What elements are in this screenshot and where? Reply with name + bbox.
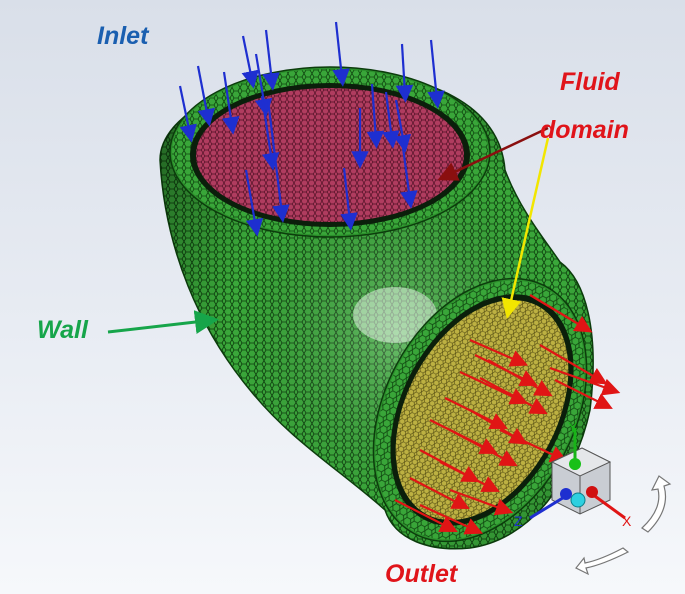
- z-axis-line: [529, 494, 567, 520]
- axis-z-label: Z: [514, 513, 523, 529]
- fluid-leader-arrow-red: [437, 126, 549, 181]
- inlet-face: [169, 66, 491, 238]
- rotate-control-icon[interactable]: [575, 475, 672, 576]
- axis-y-label: Y: [568, 419, 578, 435]
- axis-triad: Y X Z: [514, 419, 632, 529]
- fluid-domain-label-line2: domain: [540, 116, 629, 144]
- axis-x-label: X: [622, 513, 632, 529]
- fluid-domain-label-line1: Fluid: [560, 68, 620, 96]
- fluid-leader-arrow-yellow: [501, 137, 550, 319]
- outflow-arrows: [394, 294, 621, 535]
- x-axis-line: [591, 492, 626, 520]
- wall-label: Wall: [37, 316, 88, 344]
- wall-leader-arrow: [107, 310, 219, 334]
- inlet-label: Inlet: [97, 22, 149, 50]
- inflow-arrows: [178, 21, 445, 237]
- outlet-label: Outlet: [385, 560, 458, 588]
- outlet-face: [372, 277, 588, 543]
